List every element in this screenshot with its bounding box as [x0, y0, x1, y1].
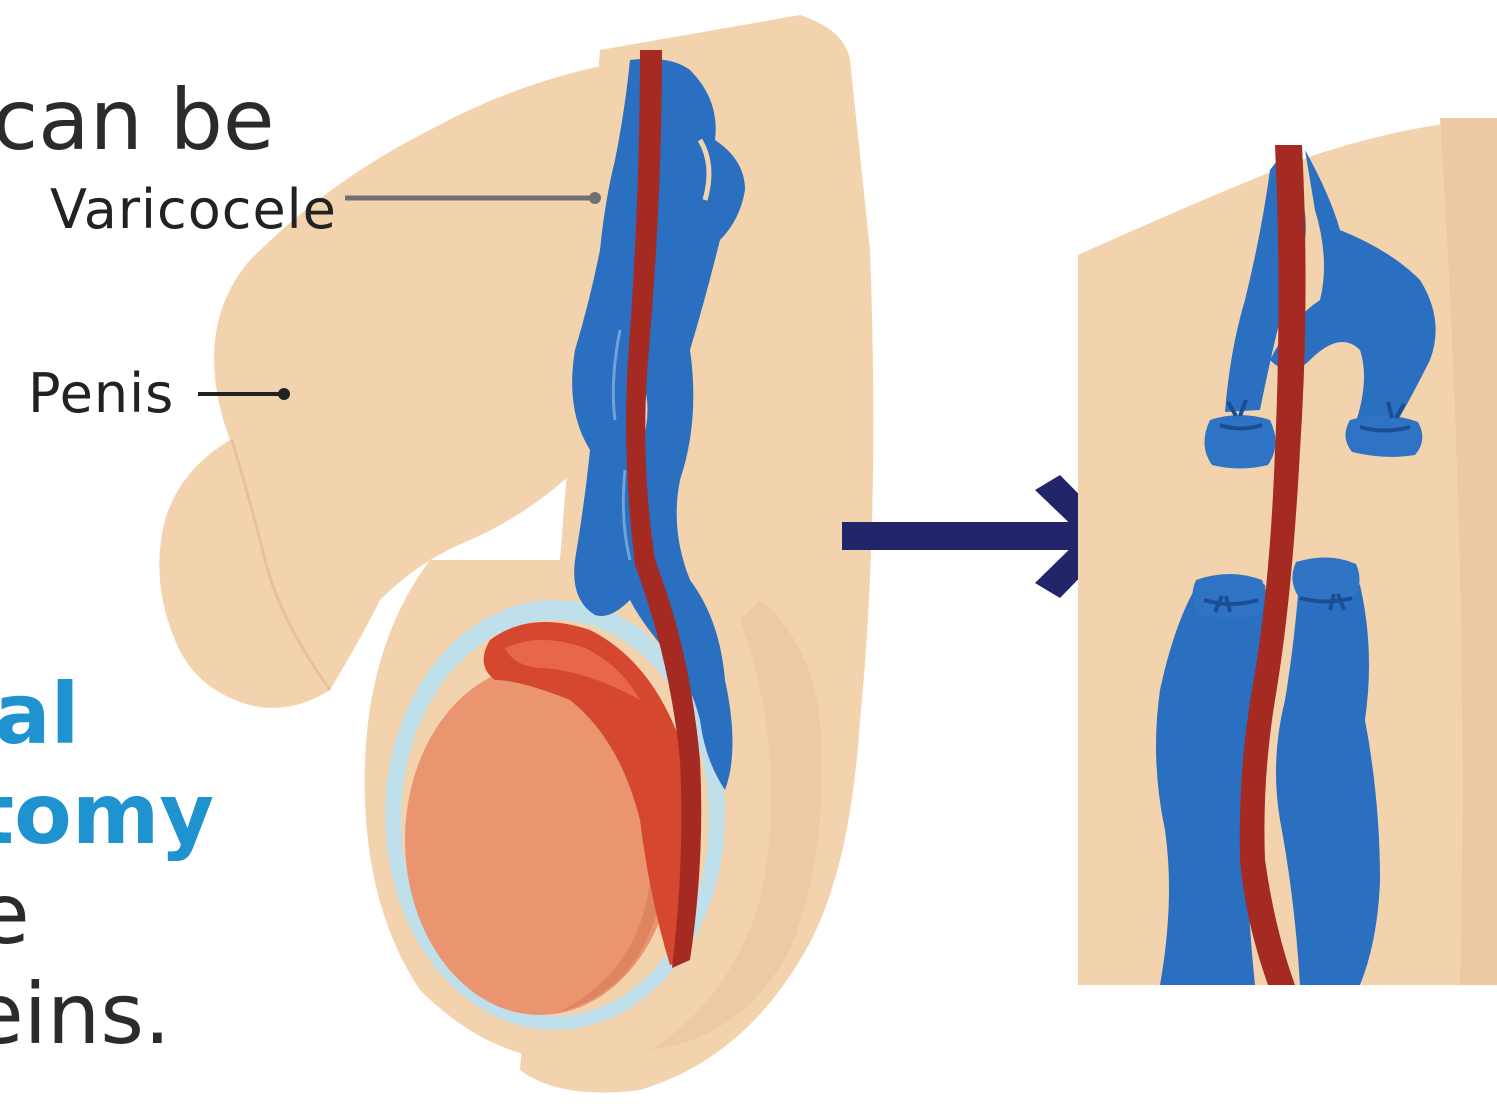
- ligature-cuff-bottom-right: [1292, 557, 1359, 600]
- anatomy-left: [159, 15, 873, 1093]
- penis-leader-dot: [278, 388, 290, 400]
- anatomy-right-ligated: [1078, 118, 1497, 985]
- varicocele-leader-dot: [589, 192, 601, 204]
- label-varicocele: Varicocele: [50, 178, 337, 241]
- label-penis: Penis: [28, 362, 174, 425]
- ligature-cuff-top-left: [1204, 415, 1275, 469]
- ligature-cuff-top-right: [1345, 415, 1422, 456]
